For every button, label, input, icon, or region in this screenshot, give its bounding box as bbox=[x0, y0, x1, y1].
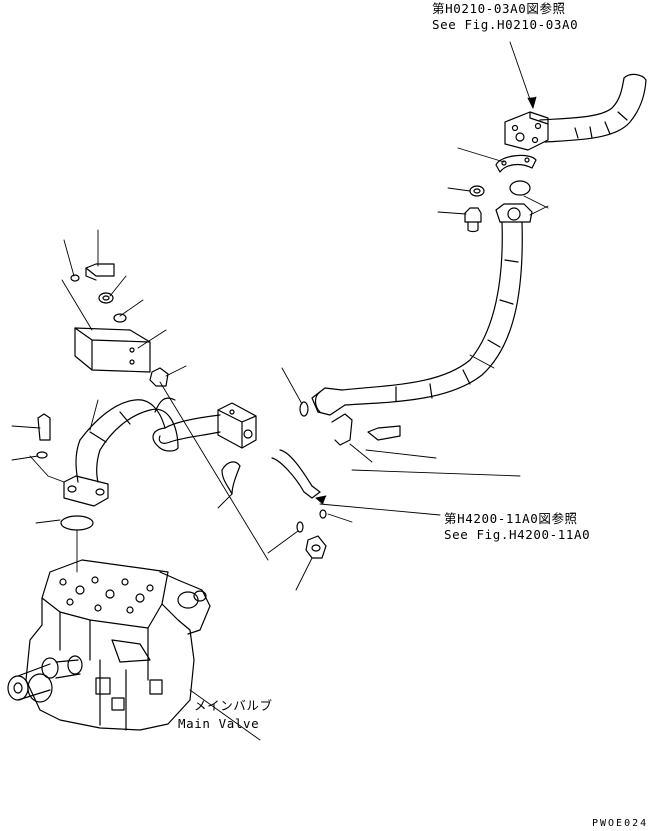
top-ref-jp: 第H0210-03A0図参照 bbox=[432, 1, 566, 16]
o-ring-middle bbox=[300, 402, 308, 416]
upper-hose-elbow bbox=[505, 74, 646, 150]
bolt-left bbox=[37, 414, 50, 458]
washer-upper-left bbox=[71, 275, 79, 281]
main-valve bbox=[8, 560, 210, 730]
tee-block bbox=[218, 403, 256, 448]
split-flange bbox=[496, 155, 536, 172]
right-ref-jp: 第H4200-11A0図参照 bbox=[444, 511, 578, 526]
o-ring-small-a bbox=[297, 522, 303, 532]
small-hose bbox=[272, 450, 320, 498]
adapter bbox=[306, 536, 326, 558]
drawing-code: PWOE024 bbox=[592, 818, 649, 829]
main-valve-label-en: Main Valve bbox=[178, 716, 260, 731]
bolt-upper-left bbox=[86, 264, 126, 322]
top-ref-en: See Fig.H0210-03A0 bbox=[432, 17, 579, 32]
washer-top bbox=[470, 186, 484, 196]
o-ring-small-b bbox=[320, 510, 326, 518]
leader-lines bbox=[12, 42, 548, 740]
o-ring-valve bbox=[61, 516, 93, 530]
o-ring-top bbox=[510, 181, 530, 195]
right-ref-en: See Fig.H4200-11A0 bbox=[444, 527, 591, 542]
left-pipe bbox=[64, 398, 220, 506]
long-hose bbox=[312, 204, 532, 415]
elbow-fitting bbox=[332, 414, 352, 445]
clamp-plate bbox=[222, 462, 240, 494]
clip bbox=[150, 368, 168, 386]
bolt-top bbox=[465, 208, 481, 232]
bracket bbox=[75, 328, 150, 372]
main-valve-label-jp: メインバルブ bbox=[194, 698, 273, 713]
bolt-middle bbox=[368, 426, 400, 440]
